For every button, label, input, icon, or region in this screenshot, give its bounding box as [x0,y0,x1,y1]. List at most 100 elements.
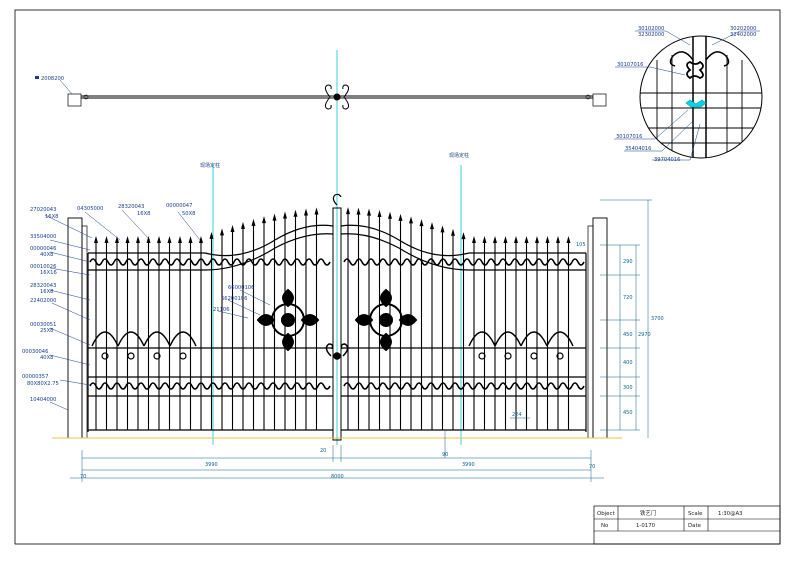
left-part-4-code: 00000047 [166,203,192,209]
scroll [305,258,319,266]
scroll [185,258,199,266]
left-part-4-size: 50X8 [182,211,195,217]
scroll [293,258,307,266]
picket-spear [461,232,466,240]
scroll-arc [143,331,171,347]
dim-gap-center: 20 [320,448,326,454]
scroll [101,382,115,390]
detail-highlight [685,99,707,108]
picket-spear [94,236,98,243]
picket-spear [304,208,308,216]
picket-spear [157,236,161,243]
picket-spear [503,236,508,243]
picket-spear [419,219,424,227]
picket-spear [524,236,529,243]
scroll-ring [530,352,538,360]
picket-spear [472,236,476,243]
picket-spear [167,236,172,243]
picket-spear [356,207,361,215]
picket-spear [377,209,382,217]
scroll [161,382,175,390]
scroll [137,382,151,390]
scroll [125,382,139,390]
left-part-10-code: 00030051 [30,322,56,328]
scroll-arc [117,331,145,347]
dim-overall: 8000 [331,474,344,480]
scroll [293,382,307,390]
scroll [137,258,151,266]
picket-spear [115,236,119,243]
scroll-arc [494,331,522,347]
picket-spear [199,236,203,243]
center-part-b: 66200106 [221,296,247,302]
picket-spear [388,211,392,219]
frame-border [14,9,781,545]
picket-spear [241,221,245,229]
dim-row-1: 290 [623,259,633,265]
title-date-label: Date [688,523,702,529]
dim-gap-bottom: 90 [442,452,448,458]
picket-spear [514,236,518,243]
gate-pickets [94,207,571,430]
left-part-9-code: 22402000 [30,298,56,304]
detail-part-7: 35404016 [625,146,651,152]
picket-spear [136,236,140,243]
left-part-5-code: 33504000 [30,234,56,240]
scroll [113,258,127,266]
scroll [355,258,369,266]
center-ornament [325,193,349,360]
dim-total-height: 3700 [651,316,664,322]
scroll [257,258,271,266]
picket-spear [220,228,224,236]
scroll [281,382,295,390]
scroll [173,382,187,390]
picket-spear [367,208,371,216]
picket-spear [556,236,560,243]
scroll [257,382,271,390]
scroll [317,258,331,266]
scroll-ring [478,352,486,360]
scroll [451,258,465,266]
scroll-ring [153,352,161,360]
left-part-8-size: 16X8 [40,289,53,295]
left-part-2-code: 04305000 [77,206,103,212]
centerline-label-right: 现场定柱 [449,152,469,159]
picket-spear [230,225,235,233]
scroll [221,258,235,266]
scroll-arc [546,331,574,347]
scroll [535,258,549,266]
picket-spear [482,236,487,243]
dim-post-right: 70 [589,464,595,470]
left-part-6-code: 00000046 [30,246,56,252]
scroll [367,258,381,266]
left-part-8-code: 28320043 [30,283,56,289]
picket-spear [209,231,214,239]
picket-spear [545,236,550,243]
scroll-ring [127,352,135,360]
picket-spear [125,236,130,243]
center-leader-lines [217,289,271,319]
title-scale-label: Scale [688,511,703,517]
scroll-arc [91,331,119,347]
dim-top-small: 105 [576,242,586,248]
left-part-7-size: 16X16 [40,270,57,276]
left-leader-lines [44,209,201,411]
picket-spear [430,222,434,230]
title-object-label: Object [597,511,615,517]
scroll [391,258,405,266]
scroll [403,258,417,266]
picket-spear [272,213,277,221]
scroll-arc [520,331,548,347]
scroll [475,258,489,266]
scroll [439,258,453,266]
title-no-value: 1-0170 [636,523,656,529]
scroll [197,382,211,390]
detail-part-5: 30107016 [617,62,643,68]
scroll [475,382,489,390]
detail-part-6: 30107016 [616,134,642,140]
scroll [559,382,573,390]
scroll [439,382,453,390]
scroll-ring [179,352,187,360]
center-part-a: 66000106 [228,285,254,291]
scroll-arc [468,331,496,347]
